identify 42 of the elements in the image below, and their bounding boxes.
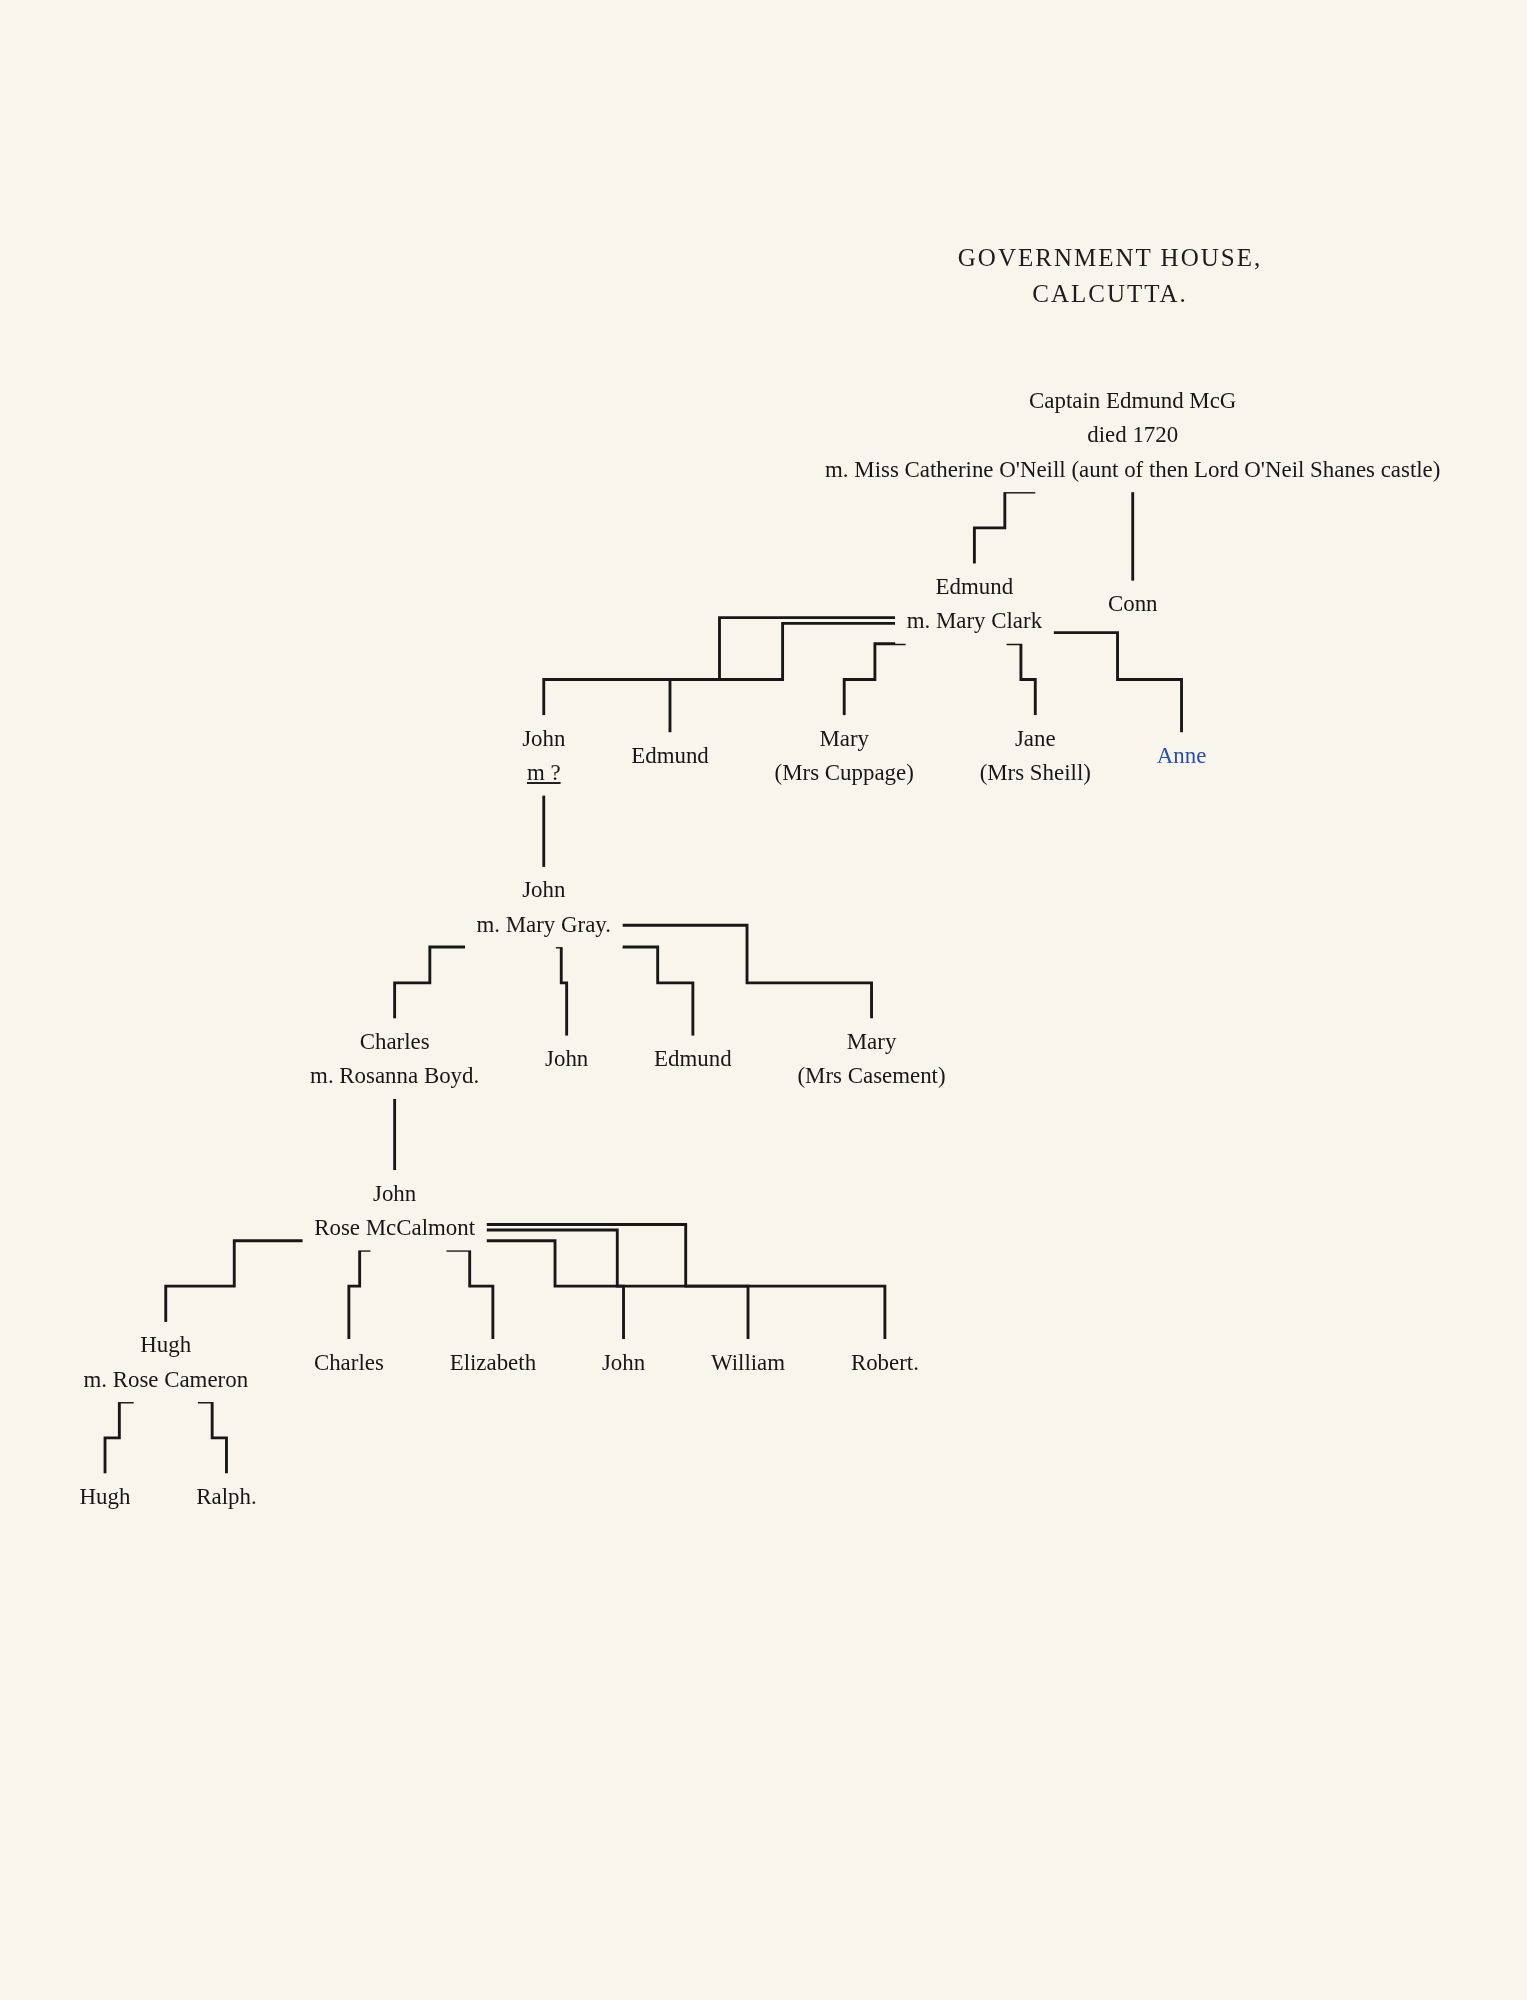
connector (1006, 642, 1037, 717)
node-text: Mary (Mrs Casement) (797, 1029, 946, 1089)
node-text: Mary (Mrs Cuppage) (774, 725, 914, 785)
connector (542, 794, 546, 869)
connector (393, 945, 466, 1021)
node-text: Captain Edmund McG died 1720 m. Miss Catherine O'Neill (aunt of then Lord O'Neil Shanes castle) (825, 388, 1441, 482)
connector (347, 1248, 371, 1341)
node-text: Ralph. (196, 1484, 257, 1509)
node-text: Jane (Mrs Sheill) (979, 725, 1091, 785)
connector (972, 490, 1036, 566)
node-text: Edmund (631, 742, 709, 768)
connector (555, 945, 569, 1038)
connector (103, 1400, 134, 1475)
node-text: John m ? (522, 725, 566, 785)
connector (622, 923, 873, 1021)
connector (197, 1400, 228, 1475)
connector (1131, 490, 1135, 583)
connector (446, 1248, 495, 1341)
connector (1053, 631, 1183, 734)
letterhead-text: GOVERNMENT HOUSE, CALCUTTA. (956, 243, 1264, 310)
connector (486, 1223, 887, 1341)
node-text: William (710, 1349, 786, 1375)
node-text: Edmund (654, 1046, 732, 1072)
node-text: John (545, 1046, 589, 1072)
connector (842, 642, 906, 717)
connector (668, 622, 896, 734)
node-text: Hugh (79, 1484, 131, 1509)
connector (542, 616, 896, 717)
node-text: Charles m. Rosanna Boyd. (310, 1029, 480, 1089)
node-text: Elizabeth (449, 1349, 537, 1375)
node-text: Conn (1107, 591, 1158, 617)
connector (393, 1097, 397, 1172)
node-text: Robert. (850, 1349, 919, 1375)
connector (486, 1239, 625, 1341)
node-text: Charles (313, 1349, 384, 1375)
connector (486, 1228, 750, 1341)
node-text: John m. Mary Gray. (476, 877, 612, 937)
node-text: John (601, 1349, 646, 1375)
connector (622, 945, 695, 1038)
connector (164, 1239, 303, 1324)
node-text: Anne (1156, 742, 1207, 768)
node-text: Edmund m. Mary Clark (906, 574, 1043, 634)
